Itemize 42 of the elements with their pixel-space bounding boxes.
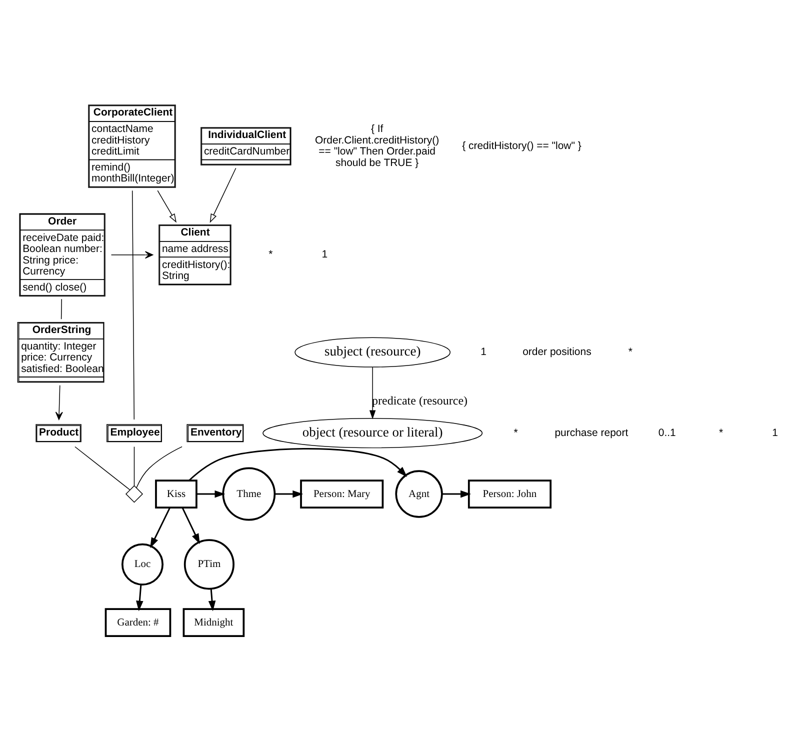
label: purchase report: [554, 428, 628, 439]
arrow: [196, 490, 226, 498]
node-ellipse: object (resource or literal): [262, 418, 483, 448]
arrow: [275, 490, 304, 498]
label: *: [628, 347, 632, 358]
connector: [74, 446, 130, 490]
connector: [132, 190, 135, 420]
arrow: [157, 190, 177, 223]
arrow: [55, 384, 63, 420]
arrow: [369, 366, 376, 420]
node-box: Kiss: [155, 480, 198, 508]
label: *: [514, 428, 518, 439]
label: { If Order.Client.creditHistory() == "low" Then Order.paid should be TRUE }: [315, 124, 440, 169]
arrow: [208, 588, 216, 612]
label: *: [268, 250, 273, 261]
connector: [60, 298, 62, 320]
label: 0..1: [658, 428, 676, 439]
node-box: Midnight: [182, 608, 245, 637]
node-circle: Loc: [121, 543, 164, 586]
node-diamond: [125, 485, 144, 503]
label: 1: [480, 347, 486, 358]
label: 1: [322, 250, 328, 261]
node-box: Garden: #: [104, 608, 172, 637]
arrow: [110, 251, 154, 259]
node-circle: Thme: [222, 467, 276, 521]
arrow: [182, 507, 200, 544]
label: { creditHistory() == "low" }: [462, 140, 582, 152]
label: *: [719, 428, 724, 439]
arrow: [136, 584, 144, 612]
connector: [136, 446, 182, 488]
arrow: [188, 448, 408, 482]
node-circle: PTim: [184, 539, 234, 590]
node-box: Person: John: [468, 480, 552, 508]
node-circle: Agnt: [395, 470, 443, 518]
arrow: [442, 490, 472, 498]
node-box: Person: Mary: [300, 480, 384, 508]
node-ellipse: subject (resource): [294, 337, 451, 368]
connector: [134, 446, 135, 486]
label: 1: [772, 428, 778, 439]
label: order positions: [522, 347, 592, 358]
arrow: [210, 168, 236, 223]
arrow: [150, 507, 171, 548]
